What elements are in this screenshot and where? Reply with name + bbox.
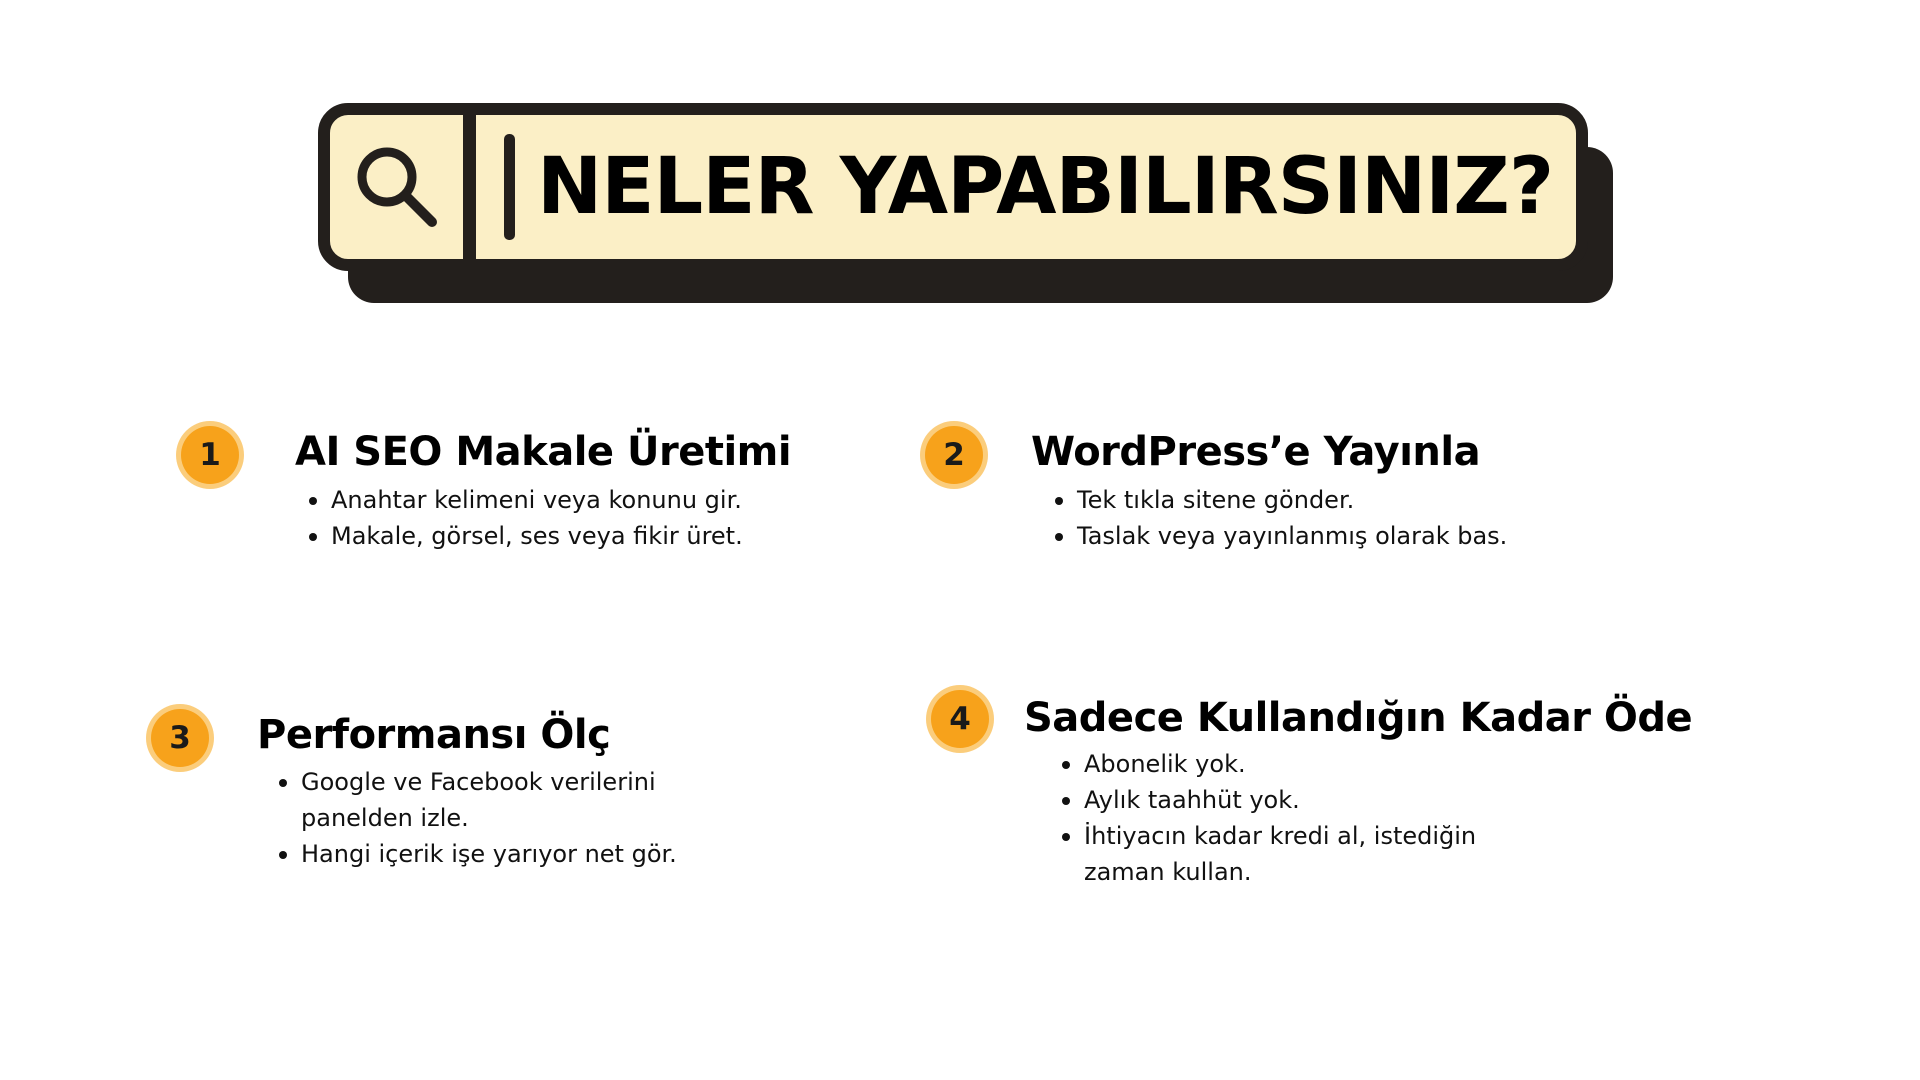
bullet-item: İhtiyacın kadar kredi al, istediğin zama…	[1060, 818, 1540, 890]
search-banner: NELER YAPABILIRSINIZ?	[318, 103, 1613, 303]
bullet-item: Anahtar kelimeni veya konunu gir.	[307, 482, 847, 518]
banner-title: NELER YAPABILIRSINIZ?	[537, 142, 1554, 232]
bullet-item: Taslak veya yayınlanmış olarak bas.	[1053, 518, 1523, 554]
feature-bullets: Google ve Facebook verilerini panelden i…	[277, 764, 707, 872]
feature-title: WordPress’e Yayınla	[1031, 429, 1481, 475]
bullet-item: Abonelik yok.	[1060, 746, 1540, 782]
feature-title: Performansı Ölç	[257, 712, 611, 758]
bullet-item: Hangi içerik işe yarıyor net gör.	[277, 836, 707, 872]
search-bar: NELER YAPABILIRSINIZ?	[318, 103, 1588, 271]
feature-bullets: Tek tıkla sitene gönder. Taslak veya yay…	[1053, 482, 1523, 554]
feature-bullets: Anahtar kelimeni veya konunu gir. Makale…	[307, 482, 847, 554]
number-badge: 2	[925, 426, 983, 484]
number-badge: 3	[151, 709, 209, 767]
bullet-item: Makale, görsel, ses veya fikir üret.	[307, 518, 847, 554]
bullet-item: Aylık taahhüt yok.	[1060, 782, 1540, 818]
search-icon	[357, 147, 437, 227]
feature-title: Sadece Kullandığın Kadar Öde	[1024, 695, 1693, 741]
number-badge: 1	[181, 426, 239, 484]
feature-bullets: Abonelik yok. Aylık taahhüt yok. İhtiyac…	[1060, 746, 1540, 890]
number-badge: 4	[931, 690, 989, 748]
text-cursor	[504, 134, 515, 240]
bullet-item: Tek tıkla sitene gönder.	[1053, 482, 1523, 518]
feature-title: AI SEO Makale Üretimi	[295, 429, 792, 475]
bullet-item: Google ve Facebook verilerini panelden i…	[277, 764, 707, 836]
search-icon-cell	[330, 115, 476, 259]
